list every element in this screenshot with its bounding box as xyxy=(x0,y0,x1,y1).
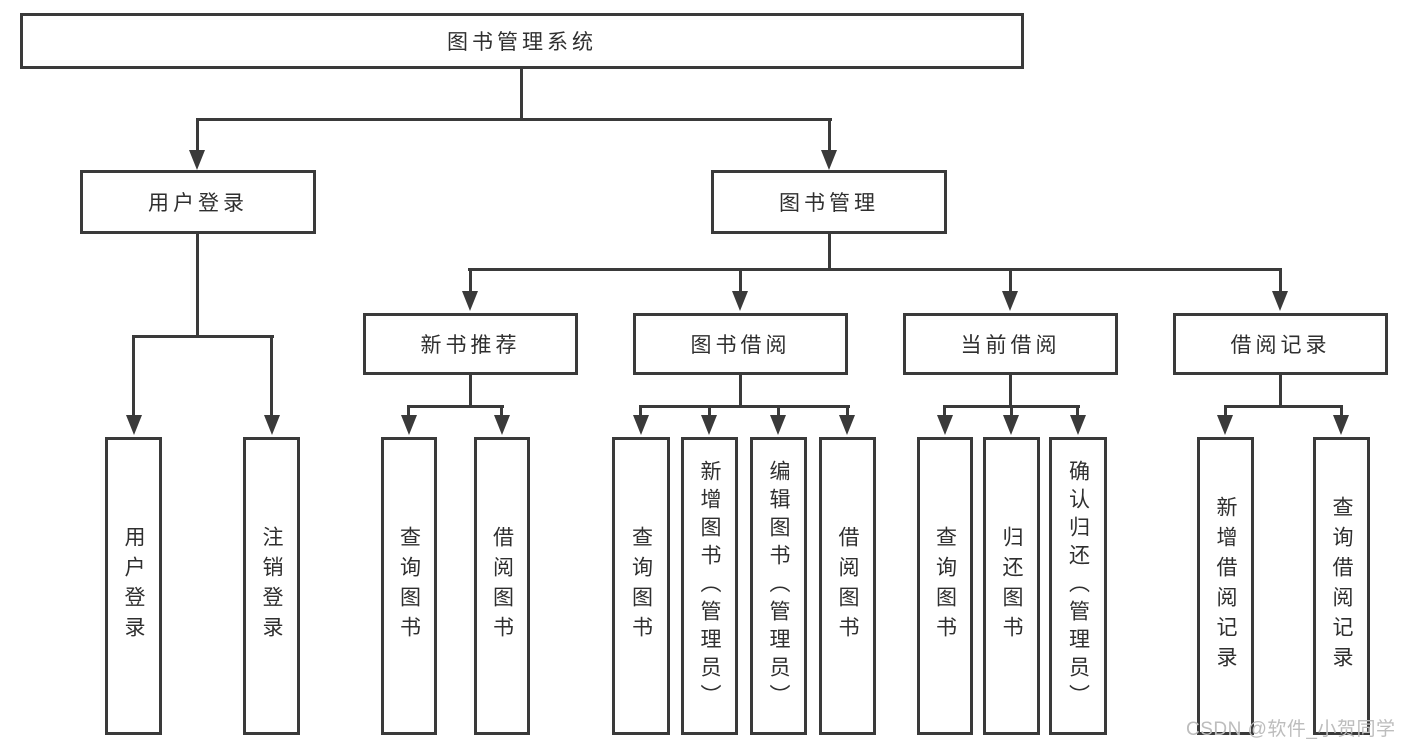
node-book-borrow: 图书借阅 xyxy=(633,313,848,375)
node-label: 用户登录 xyxy=(148,192,248,215)
node-label: 查询图书 xyxy=(397,526,421,646)
connector-line xyxy=(639,405,850,408)
leaf-borrow-books-recommend: 借阅图书 xyxy=(474,437,530,735)
connector-line xyxy=(828,118,831,150)
arrow-down-icon xyxy=(633,415,649,435)
connector-line xyxy=(500,405,503,417)
node-borrow-records: 借阅记录 xyxy=(1173,313,1388,375)
node-label: 用户登录 xyxy=(122,526,145,646)
leaf-return-books: 归还图书 xyxy=(983,437,1040,735)
connector-line xyxy=(708,405,711,417)
connector-line xyxy=(468,268,1282,271)
connector-line xyxy=(469,375,472,408)
connector-line xyxy=(407,405,504,408)
connector-line xyxy=(196,118,832,121)
node-label: 查询图书 xyxy=(629,526,653,646)
connector-line xyxy=(1224,405,1227,417)
connector-line xyxy=(469,268,472,292)
connector-line xyxy=(132,335,135,415)
node-current-borrow: 当前借阅 xyxy=(903,313,1118,375)
node-label: 新书推荐 xyxy=(420,334,521,357)
node-root-library-system: 图书管理系统 xyxy=(20,13,1024,69)
leaf-query-books-current: 查询图书 xyxy=(917,437,973,735)
node-label: 借阅记录 xyxy=(1230,334,1331,357)
connector-line xyxy=(1009,375,1012,408)
node-new-book-recommend: 新书推荐 xyxy=(363,313,578,375)
arrow-down-icon xyxy=(839,415,855,435)
node-book-management: 图书管理 xyxy=(711,170,947,234)
connector-line xyxy=(196,118,199,150)
arrow-down-icon xyxy=(1070,415,1086,435)
arrow-down-icon xyxy=(189,150,205,170)
connector-line xyxy=(777,405,780,417)
node-label: 新增借阅记录 xyxy=(1214,496,1237,676)
node-label: 查询图书 xyxy=(933,526,957,646)
node-label: 当前借阅 xyxy=(960,334,1061,357)
connector-line xyxy=(1279,375,1282,408)
arrow-down-icon xyxy=(1002,291,1018,311)
csdn-watermark: CSDN @软件_小贺同学 xyxy=(1186,719,1396,740)
arrow-down-icon xyxy=(701,415,717,435)
connector-line xyxy=(846,405,849,417)
arrow-down-icon xyxy=(821,150,837,170)
connector-line xyxy=(739,268,742,292)
arrow-down-icon xyxy=(937,415,953,435)
node-label: 注销登录 xyxy=(260,526,283,646)
connector-line xyxy=(132,335,274,338)
leaf-add-borrow-record: 新增借阅记录 xyxy=(1197,437,1254,735)
leaf-logout: 注销登录 xyxy=(243,437,300,735)
node-label: 确认归还（管理员） xyxy=(1066,460,1090,712)
leaf-user-login: 用户登录 xyxy=(105,437,162,735)
connector-line xyxy=(1279,268,1282,292)
connector-line xyxy=(1009,268,1012,292)
leaf-query-books-borrow: 查询图书 xyxy=(612,437,670,735)
node-label: 图书借阅 xyxy=(690,334,791,357)
node-label: 新增图书（管理员） xyxy=(698,460,721,712)
arrow-down-icon xyxy=(1217,415,1233,435)
leaf-query-books-recommend: 查询图书 xyxy=(381,437,437,735)
connector-line xyxy=(196,234,199,337)
connector-line xyxy=(1076,405,1079,417)
connector-line xyxy=(1224,405,1343,408)
arrow-down-icon xyxy=(770,415,786,435)
node-label: 查询借阅记录 xyxy=(1330,496,1353,676)
leaf-query-borrow-record: 查询借阅记录 xyxy=(1313,437,1370,735)
arrow-down-icon xyxy=(1333,415,1349,435)
arrow-down-icon xyxy=(732,291,748,311)
arrow-down-icon xyxy=(1003,415,1019,435)
arrow-down-icon xyxy=(401,415,417,435)
node-label: 图书管理系统 xyxy=(447,31,597,54)
leaf-borrow-books: 借阅图书 xyxy=(819,437,876,735)
connector-line xyxy=(1010,405,1013,417)
node-label: 借阅图书 xyxy=(490,526,514,646)
arrow-down-icon xyxy=(1272,291,1288,311)
node-label: 归还图书 xyxy=(1000,526,1023,646)
connector-line xyxy=(407,405,410,417)
node-user-login: 用户登录 xyxy=(80,170,316,234)
connector-line xyxy=(943,405,946,417)
arrow-down-icon xyxy=(462,291,478,311)
node-label: 编辑图书（管理员） xyxy=(767,460,790,712)
connector-line xyxy=(270,335,273,415)
connector-line xyxy=(828,234,831,271)
connector-line xyxy=(639,405,642,417)
node-label: 图书管理 xyxy=(779,192,879,215)
connector-line xyxy=(1340,405,1343,417)
leaf-confirm-return-admin: 确认归还（管理员） xyxy=(1049,437,1107,735)
arrow-down-icon xyxy=(126,415,142,435)
node-label: 借阅图书 xyxy=(836,526,859,646)
arrow-down-icon xyxy=(494,415,510,435)
leaf-add-books-admin: 新增图书（管理员） xyxy=(681,437,738,735)
connector-line xyxy=(739,375,742,408)
arrow-down-icon xyxy=(264,415,280,435)
connector-line xyxy=(520,69,523,120)
leaf-edit-books-admin: 编辑图书（管理员） xyxy=(750,437,807,735)
